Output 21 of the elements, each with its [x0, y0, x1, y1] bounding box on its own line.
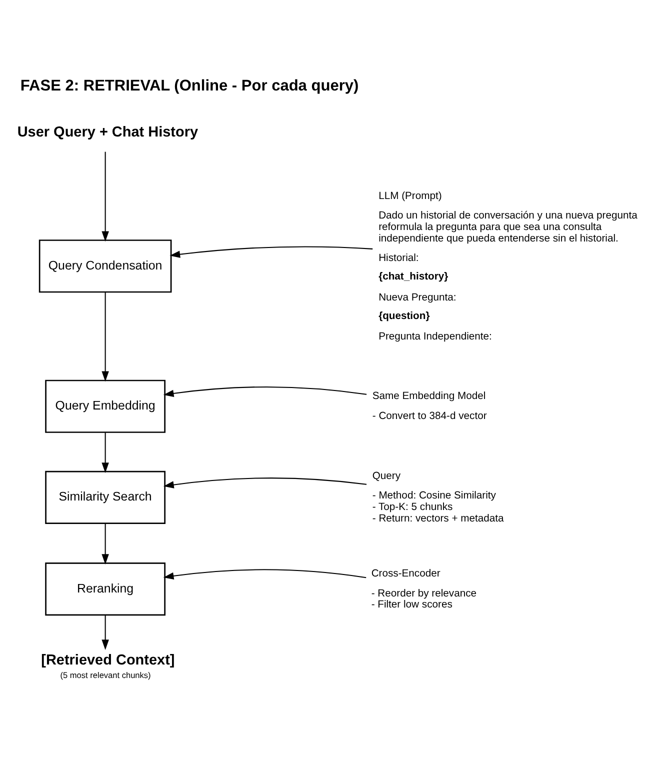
arrow: [163, 386, 367, 397]
node-box: Reranking: [45, 562, 166, 616]
node-text: LLM (Prompt) Dado un historial de conversación y una nueva pregunta reformula la pregunta para que sea una consulta independiente que pueda entenderse sin el historial. Historial: {chat_history} Nueva Pregunta: {question} Pregunta Independiente:: [378, 190, 638, 342]
node-text: Cross-Encoder - Reorder by relevance - Filter low scores: [371, 568, 477, 610]
arrow: [163, 477, 367, 488]
node-box: Query Condensation: [38, 239, 172, 292]
arrow: [102, 432, 109, 472]
node-text: [Retrieved Context]: [41, 652, 175, 668]
arrow: [163, 568, 366, 580]
node-box: Query Embedding: [45, 379, 166, 432]
node-box: Similarity Search: [45, 470, 166, 524]
node-text: User Query + Chat History: [17, 124, 198, 140]
node-label: (5 most relevant chunks): [60, 670, 151, 680]
arrow: [102, 292, 109, 382]
node-text: Query - Method: Cosine Similarity - Top-K: 5 chunks - Return: vectors + metadata: [372, 470, 504, 524]
arrow: [102, 522, 109, 564]
diagram-title: FASE 2: RETRIEVAL (Online - Por cada query): [20, 77, 359, 94]
node-text: Same Embedding Model - Convert to 384-d vector: [372, 390, 487, 422]
arrow: [102, 614, 109, 650]
arrow: [102, 151, 109, 242]
arrow: [170, 246, 373, 258]
